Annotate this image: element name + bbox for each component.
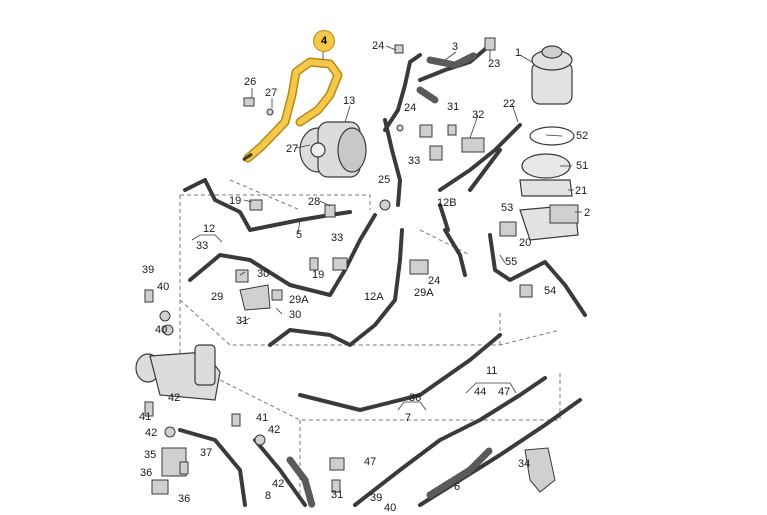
label-8[interactable]: 8	[265, 490, 272, 502]
label-42[interactable]: 42	[145, 427, 158, 439]
label-41[interactable]: 41	[256, 412, 269, 424]
label-5[interactable]: 5	[296, 229, 303, 241]
label-36[interactable]: 36	[409, 392, 422, 404]
label-31[interactable]: 31	[331, 489, 344, 501]
label-12A[interactable]: 12A	[364, 291, 384, 303]
label-24[interactable]: 24	[404, 102, 417, 114]
label-19[interactable]: 19	[229, 195, 242, 207]
label-1[interactable]: 1	[515, 47, 522, 59]
label-6[interactable]: 6	[454, 481, 461, 493]
label-30[interactable]: 30	[289, 309, 302, 321]
label-40[interactable]: 40	[155, 324, 168, 336]
leader-lines	[239, 45, 582, 324]
group-brackets	[191, 234, 517, 411]
label-32[interactable]: 32	[472, 109, 485, 121]
label-19[interactable]: 19	[312, 269, 325, 281]
label-42[interactable]: 42	[168, 392, 181, 404]
label-44[interactable]: 44	[474, 386, 487, 398]
label-3[interactable]: 3	[452, 41, 459, 53]
label-29A[interactable]: 29A	[414, 287, 434, 299]
label-39[interactable]: 39	[370, 492, 383, 504]
label-22[interactable]: 22	[503, 98, 516, 110]
label-25[interactable]: 25	[378, 174, 391, 186]
fluid-reservoir	[519, 45, 579, 241]
corrugated-hoses	[286, 51, 494, 509]
fittings	[144, 37, 579, 495]
label-12[interactable]: 12	[203, 223, 216, 235]
label-20[interactable]: 20	[519, 237, 532, 249]
steering-gear	[135, 344, 221, 401]
label-7[interactable]: 7	[405, 412, 412, 424]
part-4-callout[interactable]: 4	[313, 30, 335, 52]
label-51[interactable]: 51	[576, 160, 589, 172]
label-27[interactable]: 27	[286, 143, 299, 155]
label-28[interactable]: 28	[308, 196, 321, 208]
label-42[interactable]: 42	[268, 424, 281, 436]
label-29A[interactable]: 29A	[289, 294, 309, 306]
label-30[interactable]: 30	[257, 268, 270, 280]
label-24[interactable]: 24	[372, 40, 385, 52]
label-54[interactable]: 54	[544, 285, 557, 297]
label-33[interactable]: 33	[408, 155, 421, 167]
label-33[interactable]: 33	[331, 232, 344, 244]
label-37[interactable]: 37	[200, 447, 213, 459]
label-42[interactable]: 42	[272, 478, 285, 490]
label-39[interactable]: 39	[142, 264, 155, 276]
label-53[interactable]: 53	[501, 202, 514, 214]
label-21[interactable]: 21	[575, 185, 588, 197]
assembly-outline	[179, 179, 561, 500]
label-31[interactable]: 31	[447, 101, 460, 113]
label-36[interactable]: 36	[140, 467, 153, 479]
label-55[interactable]: 55	[505, 256, 518, 268]
power-steering-pump	[299, 121, 367, 178]
label-27[interactable]: 27	[265, 87, 278, 99]
label-40[interactable]: 40	[157, 281, 170, 293]
label-11[interactable]: 11	[486, 365, 498, 377]
label-2[interactable]: 2	[584, 207, 591, 219]
label-47[interactable]: 47	[364, 456, 377, 468]
label-23[interactable]: 23	[488, 58, 501, 70]
label-26[interactable]: 26	[244, 76, 257, 88]
label-33[interactable]: 33	[196, 240, 209, 252]
label-29[interactable]: 29	[211, 291, 224, 303]
label-36[interactable]: 36	[178, 493, 191, 505]
label-31[interactable]: 31	[236, 315, 249, 327]
label-52[interactable]: 52	[576, 130, 589, 142]
label-34[interactable]: 34	[518, 458, 531, 470]
label-24[interactable]: 24	[428, 275, 441, 287]
label-13[interactable]: 13	[343, 95, 356, 107]
highlighted-hose-4	[242, 57, 343, 163]
label-35[interactable]: 35	[144, 449, 157, 461]
label-47[interactable]: 47	[498, 386, 511, 398]
label-40[interactable]: 40	[384, 502, 397, 514]
label-41[interactable]: 41	[139, 411, 152, 423]
label-12B[interactable]: 12B	[437, 197, 457, 209]
